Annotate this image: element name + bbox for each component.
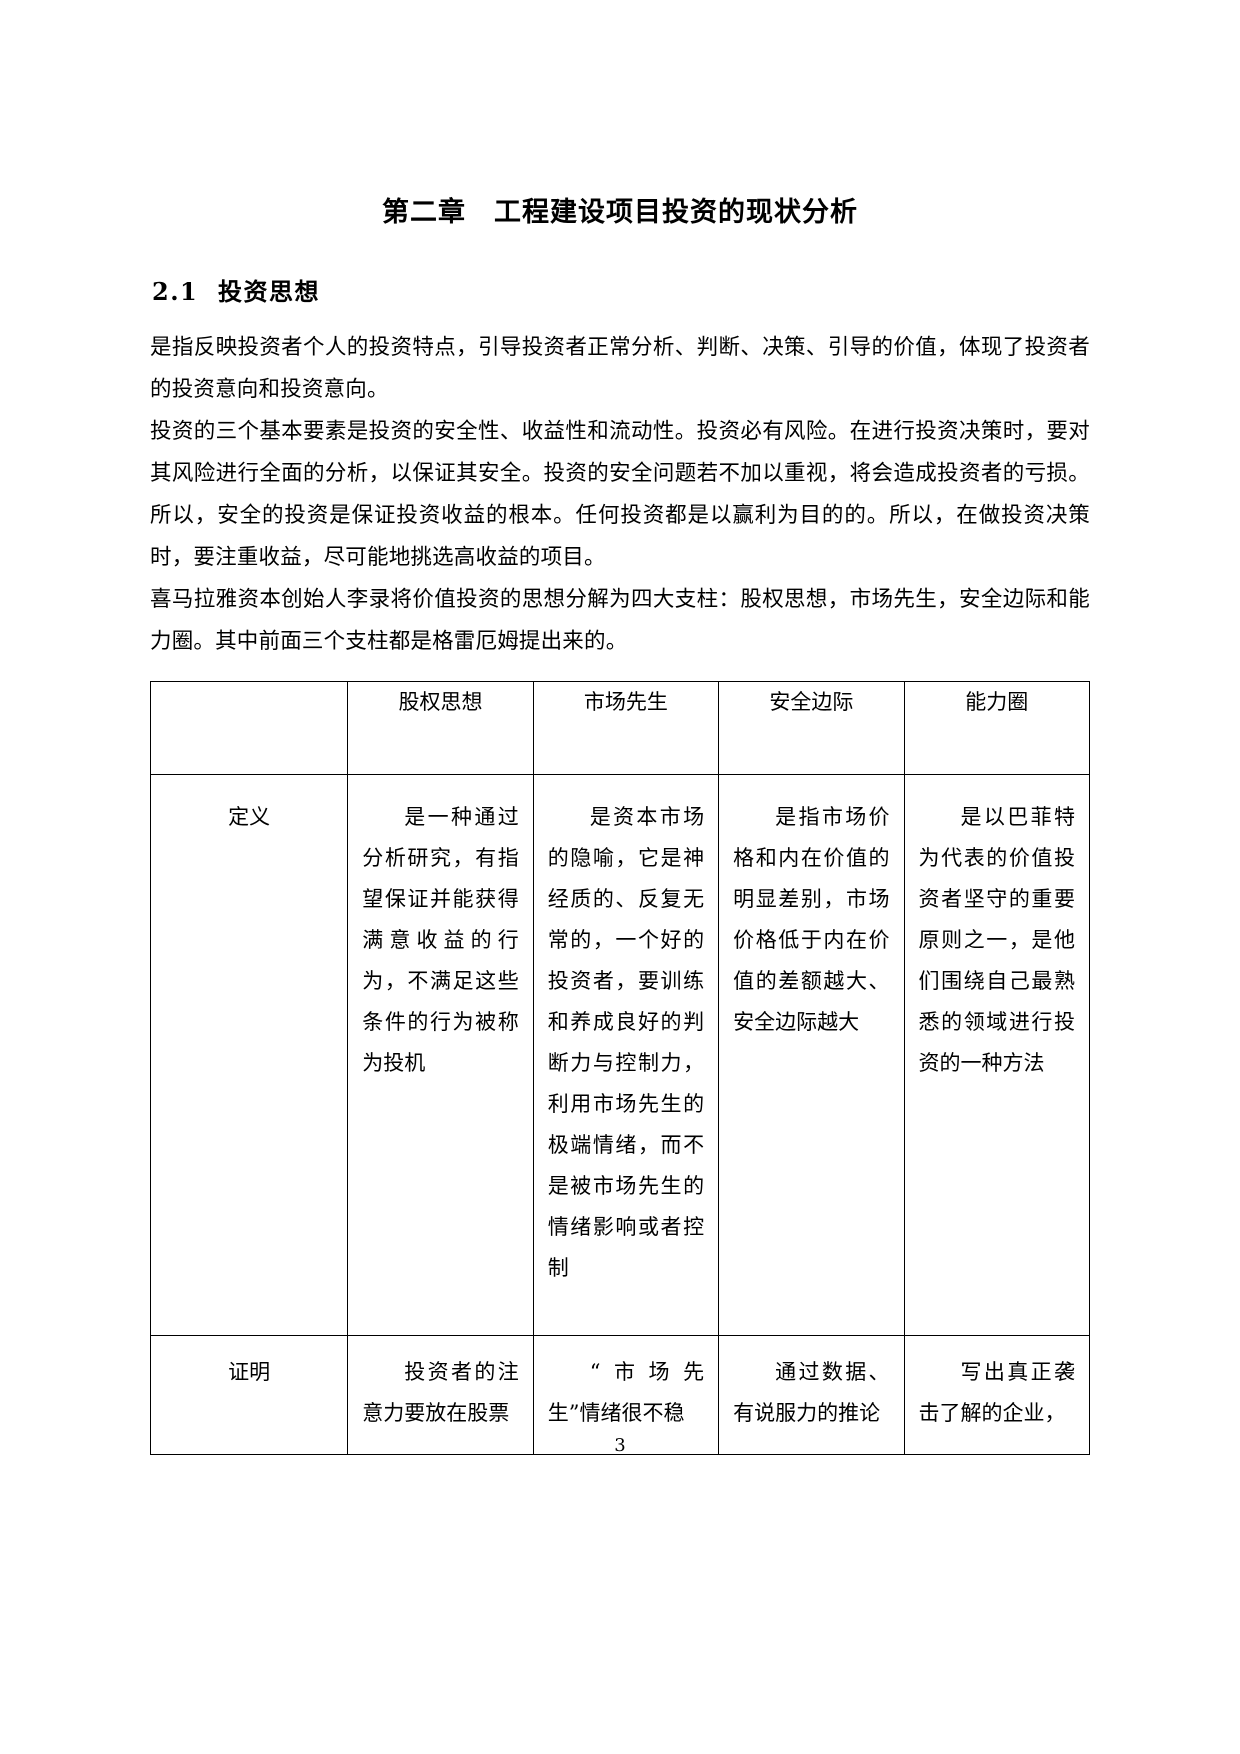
table-row-label-definition: 定义: [149, 774, 349, 1336]
page-content: 第二章 工程建设项目投资的现状分析 2.1 投资思想 是指反映投资者个人的投资特…: [149, 0, 1091, 1455]
table-cell-definition-margin-of-safety: 是指市场价格和内在价值的明显差别，市场价格低于内在价值的差额越大、安全边际越大: [718, 774, 905, 1336]
body-paragraph-2: 投资的三个基本要素是投资的安全性、收益性和流动性。投资必有风险。在进行投资决策时…: [150, 419, 1090, 570]
table-header-cell-blank: [149, 681, 349, 775]
section-heading: 2.1 投资思想: [152, 277, 320, 307]
table-row-label-proof: 证明: [149, 1335, 349, 1455]
table-cell-text-proof-circle-of-competence: 写出真正袭击了解的企业，: [918, 1360, 1075, 1425]
table-row-definition: 定义 是一种通过分析研究，有指望保证并能获得满意收益的行为，不满足这些条件的行为…: [149, 774, 1091, 1336]
table-header-label-mr-market: 市场先生: [583, 690, 668, 714]
table-cell-text-definition-mr-market: 是资本市场的隐喻，它是神经质的、反复无常的，一个好的投资者，要训练和养成良好的判…: [547, 805, 705, 1280]
table-cell-definition-circle-of-competence: 是以巴菲特为代表的价值投资者坚守的重要原则之一，是他们围绕自己最熟悉的领域进行投…: [903, 774, 1091, 1336]
table-cell-definition-mr-market: 是资本市场的隐喻，它是神经质的、反复无常的，一个好的投资者，要训练和养成良好的判…: [532, 774, 720, 1336]
table-cell-text-proof-margin-of-safety: 通过数据、有说服力的推论: [733, 1360, 890, 1425]
page-number: 3: [614, 1435, 626, 1456]
table-header-cell-ownership: 股权思想: [347, 681, 534, 775]
table-cell-proof-circle-of-competence: 写出真正袭击了解的企业，: [903, 1335, 1091, 1455]
table-header-label-margin-of-safety: 安全边际: [769, 690, 854, 714]
table-header-cell-circle-of-competence: 能力圈: [903, 681, 1091, 775]
table-cell-proof-margin-of-safety: 通过数据、有说服力的推论: [718, 1335, 905, 1455]
table-cell-text-proof-ownership: 投资者的注意力要放在股票: [362, 1360, 519, 1425]
table-cell-text-definition-ownership: 是一种通过分析研究，有指望保证并能获得满意收益的行为，不满足这些条件的行为被称为…: [362, 805, 519, 1075]
body-paragraph-1: 是指反映投资者个人的投资特点，引导投资者正常分析、判断、决策、引导的价值，体现了…: [150, 335, 1090, 402]
table-header-label-circle-of-competence: 能力圈: [965, 690, 1029, 714]
table-cell-proof-mr-market: “市场先生”情绪很不稳: [532, 1335, 720, 1455]
table-row-proof: 证明 投资者的注意力要放在股票 “市场先生”情绪很不稳 通过数据、有说服力的推论…: [149, 1335, 1091, 1455]
table-header-cell-mr-market: 市场先生: [532, 681, 720, 775]
body-paragraph-3: 喜马拉雅资本创始人李录将价值投资的思想分解为四大支柱：股权思想，市场先生，安全边…: [150, 587, 1090, 654]
table-cell-proof-ownership: 投资者的注意力要放在股票: [347, 1335, 534, 1455]
table-header-cell-margin-of-safety: 安全边际: [718, 681, 905, 775]
chapter-title: 第二章 工程建设项目投资的现状分析: [382, 197, 858, 228]
table-cell-text-definition-circle-of-competence: 是以巴菲特为代表的价值投资者坚守的重要原则之一，是他们围绕自己最熟悉的领域进行投…: [918, 805, 1075, 1075]
table-row-label-text-proof: 证明: [228, 1360, 271, 1384]
table-cell-text-definition-margin-of-safety: 是指市场价格和内在价值的明显差别，市场价格低于内在价值的差额越大、安全边际越大: [733, 805, 890, 1034]
four-pillars-table: 股权思想 市场先生 安全边际 能力圈 定义: [149, 681, 1091, 1455]
table-header-row: 股权思想 市场先生 安全边际 能力圈: [149, 681, 1091, 775]
table-header-label-ownership: 股权思想: [398, 690, 483, 714]
table-cell-text-proof-mr-market: “市场先生”情绪很不稳: [547, 1360, 705, 1425]
table-row-label-text-definition: 定义: [228, 805, 271, 829]
table-cell-definition-ownership: 是一种通过分析研究，有指望保证并能获得满意收益的行为，不满足这些条件的行为被称为…: [347, 774, 534, 1336]
